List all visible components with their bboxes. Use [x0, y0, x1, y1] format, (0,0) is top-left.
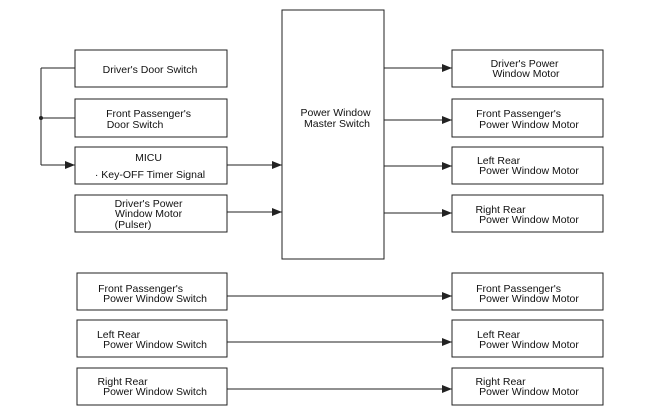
motor-label: Front Passenger's Power Window Motor — [476, 283, 579, 305]
output-label: Driver's Power Window Motor — [491, 58, 562, 80]
output-label: Left Rear Power Window Motor — [477, 155, 579, 177]
motor-label: Right Rear Power Window Motor — [475, 376, 579, 398]
input-drivers-power-window-motor-pulser: Driver's Power Window Motor (Pulser) — [74, 194, 228, 233]
direct-pair-left-rear: Left Rear Power Window Switch Left Rear … — [76, 319, 604, 358]
input-label: Driver's Door Switch — [103, 64, 198, 76]
direct-pair-front-passenger: Front Passenger's Power Window Switch Fr… — [76, 272, 604, 311]
output-label: Front Passenger's Power Window Motor — [476, 108, 579, 131]
switch-label: Front Passenger's Power Window Switch — [98, 283, 207, 305]
output-front-passengers-power-window-motor: Front Passenger's Power Window Motor — [451, 98, 604, 138]
master-switch-label: Power Window Master Switch — [301, 107, 374, 130]
master-switch-block: Power Window Master Switch — [281, 9, 385, 260]
output-wiring — [384, 64, 452, 217]
input-wiring — [39, 67, 282, 216]
switch-label: Right Rear Power Window Switch — [97, 376, 207, 398]
junction-dot — [39, 116, 43, 120]
input-label: Driver's Power Window Motor (Pulser) — [115, 198, 186, 231]
input-label: Front Passenger's Door Switch — [106, 108, 194, 131]
switch-label: Left Rear Power Window Switch — [97, 329, 207, 351]
direct-pair-right-rear: Right Rear Power Window Switch Right Rea… — [76, 367, 604, 406]
output-label: Right Rear Power Window Motor — [475, 204, 579, 226]
input-front-passengers-door-switch: Front Passenger's Door Switch — [74, 98, 228, 138]
input-micu: MICU · Key-OFF Timer Signal — [74, 146, 228, 185]
motor-label: Left Rear Power Window Motor — [477, 329, 579, 351]
output-right-rear-power-window-motor: Right Rear Power Window Motor — [451, 194, 604, 233]
input-drivers-door-switch: Driver's Door Switch — [74, 49, 228, 88]
output-left-rear-power-window-motor: Left Rear Power Window Motor — [451, 146, 604, 185]
output-drivers-power-window-motor: Driver's Power Window Motor — [451, 49, 604, 88]
input-label: MICU · Key-OFF Timer Signal — [95, 152, 205, 181]
